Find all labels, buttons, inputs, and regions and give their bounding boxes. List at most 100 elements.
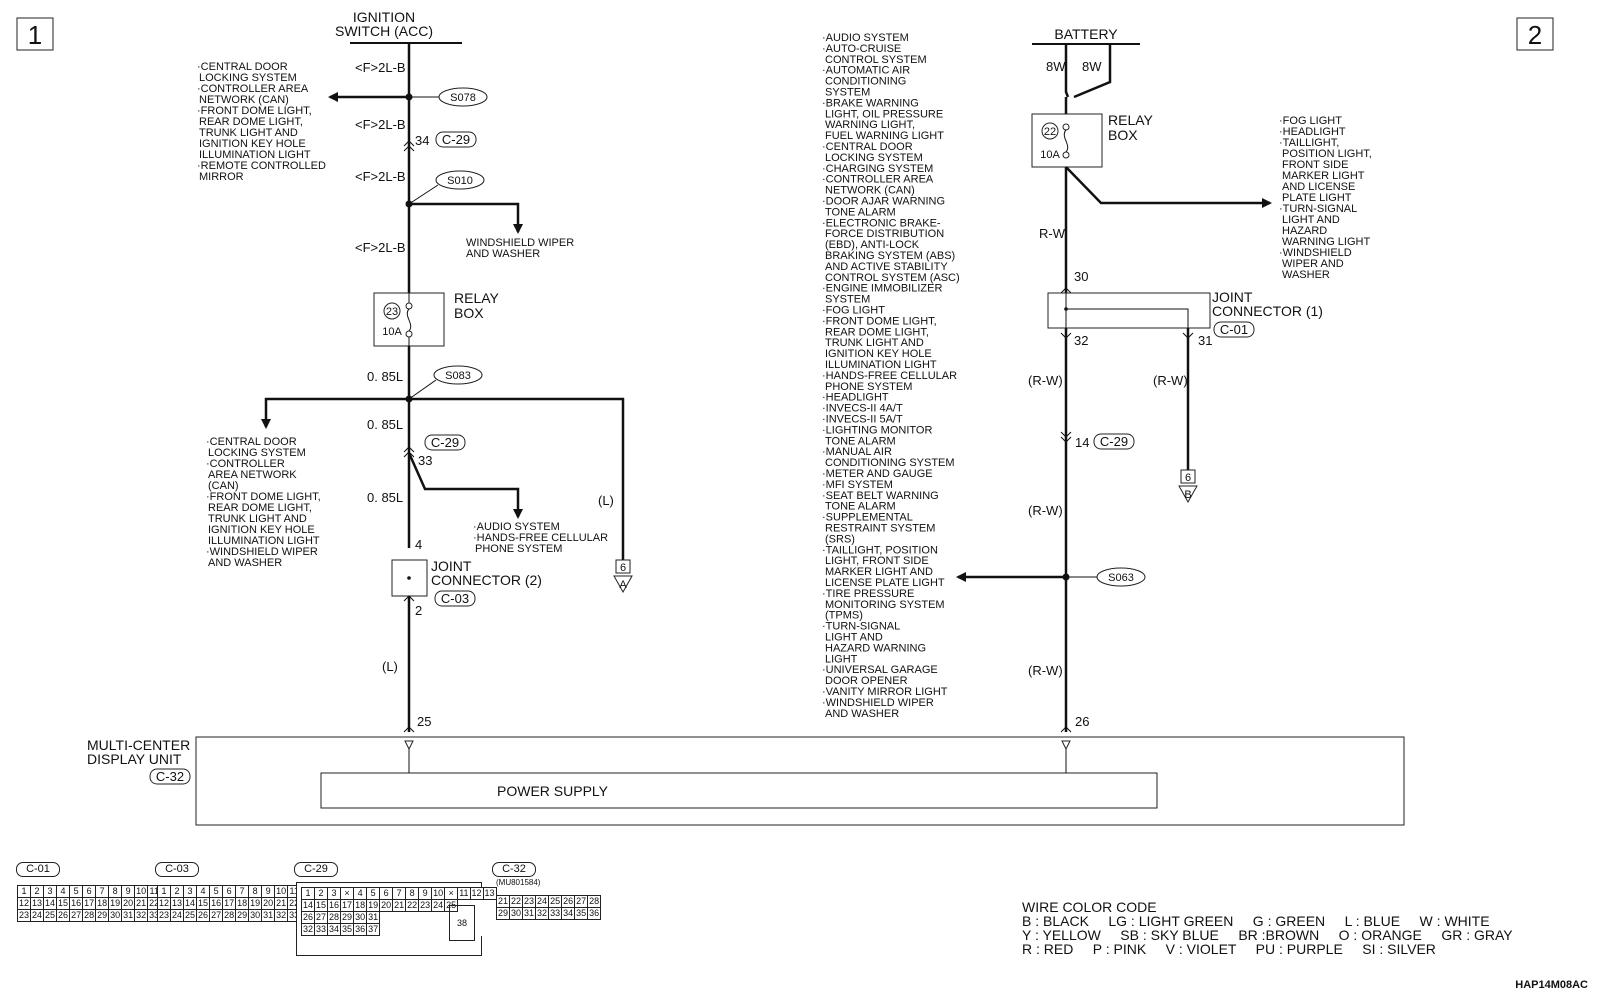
branch-s078-item: REAR DOME LIGHT, <box>199 116 303 128</box>
connector-pin: 19 <box>248 897 263 910</box>
center-list-item: FORCE DISTRIBUTION <box>825 228 944 240</box>
connector-pin: 15 <box>196 897 211 910</box>
fuse-23-term-top <box>405 302 413 310</box>
fuse-23-element <box>406 308 412 332</box>
fuse-22-element <box>1063 129 1069 153</box>
center-list-item: IGNITION KEY HOLE <box>825 348 932 360</box>
pin-26: 26 <box>1075 714 1089 729</box>
center-list-item: ·HEADLIGHT <box>822 392 889 404</box>
conn-c01: C-01 <box>1220 322 1248 337</box>
connector-pin: 10 <box>431 887 446 900</box>
branch-s078-item: NETWORK (CAN) <box>199 94 289 106</box>
relay-box-23-label-2: BOX <box>454 305 484 321</box>
wire-label-rw: R-W <box>1039 226 1066 241</box>
branch-s083-arrow <box>261 397 409 429</box>
connector-pin: 21 <box>274 897 289 910</box>
connector-pin: 26 <box>561 895 576 908</box>
wire-label-l-bottom: (L) <box>382 659 398 674</box>
center-list-item: MONITORING SYSTEM <box>825 599 945 611</box>
connector-pin: 26 <box>56 909 71 922</box>
center-list-item: MARKER LIGHT AND <box>825 566 933 578</box>
wire-8w-b: 8W <box>1082 59 1102 74</box>
branch-s010-item: AND WASHER <box>466 248 540 260</box>
connector-pin: 2 <box>170 885 185 898</box>
connector-pin: 6 <box>82 885 97 898</box>
conn-c29-face-label: C-29 <box>294 862 338 877</box>
center-list-item: ILLUMINATION LIGHT <box>825 359 937 371</box>
pin-26-chevron <box>1060 726 1072 733</box>
connector-pin: 12 <box>469 887 484 900</box>
fuse-22-number: 22 <box>1044 126 1056 138</box>
branch-s078-item: TRUNK LIGHT AND <box>199 127 298 139</box>
connector-pin: 32 <box>300 923 316 936</box>
branch-s083-item: LOCKING SYSTEM <box>208 447 306 459</box>
connector-pin: 26 <box>196 909 211 922</box>
center-list-item: ·CHARGING SYSTEM <box>822 163 933 175</box>
wire-label-085l-2: 0. 85L <box>367 417 403 432</box>
connector-pin: 21 <box>392 899 407 912</box>
branch-r22-item: POSITION LIGHT, <box>1282 148 1372 160</box>
ignition-switch-label-1: IGNITION <box>353 9 415 25</box>
connector-pin: 32 <box>134 909 149 922</box>
connector-pin: 31 <box>522 907 537 920</box>
connector-pin: 22 <box>405 899 420 912</box>
branch-s010-arrow <box>409 202 523 234</box>
connector-pin: 29 <box>495 907 511 920</box>
conn-c29-c: C-29 <box>1100 434 1128 449</box>
connector-pin: 11 <box>457 887 471 900</box>
connector-pin: 30 <box>353 911 368 924</box>
wire-label-rw-p2: (R-W) <box>1153 373 1188 388</box>
connector-pin: 3 <box>43 885 58 898</box>
unit-pin-25-mark <box>404 740 414 751</box>
connector-pin: 4 <box>56 885 71 898</box>
conn-c29-b-box <box>424 434 466 451</box>
center-list-item: ·DOOR AJAR WARNING <box>822 196 945 208</box>
relay-box-22-label-2: BOX <box>1108 127 1138 143</box>
connector-pin: 29 <box>235 909 250 922</box>
connector-pin: 5 <box>366 887 381 900</box>
figure-code: HAP14M08AC <box>1515 979 1588 991</box>
center-list-item: ·HANDS-FREE CELLULAR <box>822 370 957 382</box>
center-list-item: TONE ALARM <box>825 501 896 513</box>
center-list-item: RESTRAINT SYSTEM <box>825 523 935 535</box>
pin-30: 30 <box>1074 269 1088 284</box>
connector-pin: 23 <box>418 899 433 912</box>
connector-pin: 33 <box>314 923 329 936</box>
center-list-item: ·LIGHTING MONITOR <box>822 424 932 436</box>
connector-pin: 34 <box>327 923 342 936</box>
center-list-item: ·BRAKE WARNING <box>822 97 919 109</box>
connector-pin: 34 <box>561 907 576 920</box>
connector-pin: 12 <box>16 897 32 910</box>
wire-label-f2lb-3: <F>2L-B <box>355 169 406 184</box>
connector-pin: 25 <box>548 895 563 908</box>
connector-pin: 20 <box>379 899 394 912</box>
center-list-item: SYSTEM <box>825 87 870 99</box>
branch-s083-item: REAR DOME LIGHT, <box>208 502 312 514</box>
connector-pin: 26 <box>300 911 316 924</box>
branch-s083-item: TRUNK LIGHT AND <box>208 513 307 525</box>
conn-c01-face-label: C-01 <box>16 862 60 877</box>
conn-c29-c-box <box>1093 433 1135 450</box>
center-list-item: ·SEAT BELT WARNING <box>822 490 939 502</box>
wire-label-085l-3: 0. 85L <box>367 490 403 505</box>
center-list-item: ·TURN-SIGNAL <box>822 621 900 633</box>
pin-14: 14 <box>1075 435 1089 450</box>
conn-c03-face-label: C-03 <box>155 862 199 877</box>
connector-pin: 29 <box>95 909 110 922</box>
connector-pin: 18 <box>95 897 110 910</box>
branch-s083-item: ·WINDSHIELD WIPER <box>206 546 318 558</box>
connector-pin: 13 <box>482 887 497 900</box>
conn-c32-part-number: (MU801584) <box>496 878 541 887</box>
connector-pin: 32 <box>274 909 289 922</box>
splice-s010-label: S010 <box>447 175 473 187</box>
center-list-item: SYSTEM <box>825 294 870 306</box>
branch-r22-item: AND LICENSE <box>1282 181 1355 193</box>
center-list-item: ·INVECS-II 5A/T <box>822 414 903 426</box>
connector-pin: 16 <box>209 897 224 910</box>
wire-8w-a: 8W <box>1046 59 1066 74</box>
center-list-item: LIGHT AND <box>825 632 883 644</box>
branch-s083-item: ·CENTRAL DOOR <box>206 436 297 448</box>
